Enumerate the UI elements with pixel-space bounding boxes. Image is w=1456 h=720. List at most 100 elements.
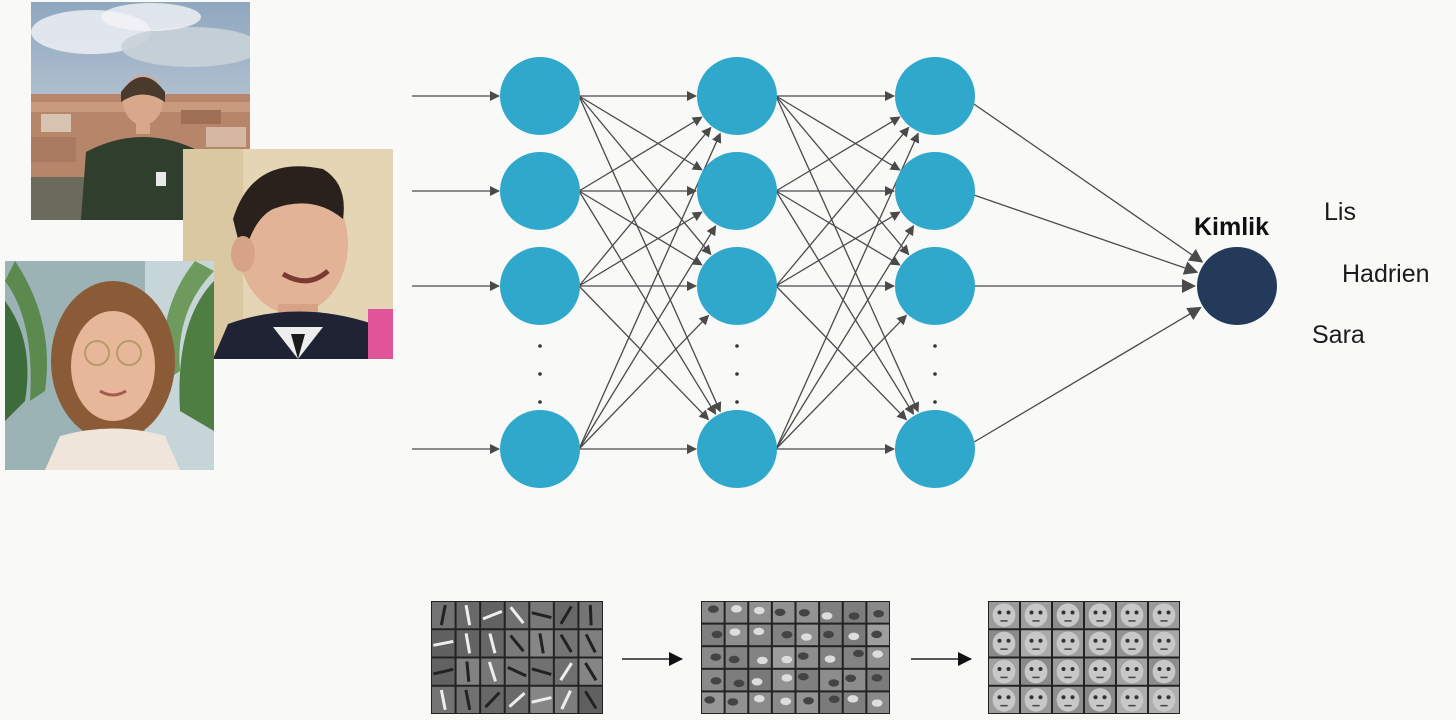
filter-tile <box>1053 658 1083 685</box>
filter-tile <box>505 658 529 685</box>
filter-tile <box>505 630 529 657</box>
filter-tile <box>725 602 748 623</box>
filter-tile <box>989 686 1019 713</box>
filter-tile <box>579 686 602 713</box>
filter-tile <box>749 647 771 668</box>
filter-tile <box>702 692 724 713</box>
filter-tile <box>796 602 819 623</box>
filter-tile <box>505 686 529 713</box>
edge-l1-2-1 <box>578 116 703 192</box>
photo-woman-glasses <box>5 261 214 470</box>
filter-tile <box>820 669 842 691</box>
filter-tile <box>796 692 819 713</box>
filter-tile <box>843 669 866 691</box>
filter-tile <box>554 658 578 685</box>
edge-l2-1-2 <box>775 95 901 171</box>
identity-name-sara: Sara <box>1312 321 1365 349</box>
network-edges <box>412 91 1204 454</box>
filter-tile <box>1021 630 1051 657</box>
node-layer3-1 <box>895 57 975 135</box>
edge-l1-3-2 <box>578 211 703 287</box>
filter-tile <box>1149 630 1179 657</box>
photo-smiling-man <box>183 149 393 359</box>
filter-tile <box>725 624 748 646</box>
filter-tile <box>456 602 480 629</box>
filter-tile <box>1053 686 1083 713</box>
ellipsis-dot-3-1 <box>933 344 937 348</box>
edge-l1-4-3 <box>578 314 710 450</box>
filter-tile <box>702 647 724 668</box>
edge-l1-4-2 <box>578 225 717 450</box>
ellipsis-dot-2-2 <box>735 372 739 376</box>
filter-tile <box>867 602 889 623</box>
filter-tile <box>432 602 455 629</box>
edge-out-2 <box>962 190 1199 275</box>
filter-tile <box>1021 686 1051 713</box>
ellipsis-dot-1-1 <box>538 344 542 348</box>
filter-tile <box>867 692 889 713</box>
filter-tile <box>1117 602 1147 629</box>
edge-l2-4-2 <box>775 225 915 450</box>
face-part-filters <box>701 601 890 714</box>
ellipsis-dots <box>538 344 937 404</box>
node-layer1-3 <box>500 247 580 325</box>
node-layer2-3 <box>697 247 777 325</box>
filter-tile <box>989 658 1019 685</box>
identity-name-lis: Lis <box>1324 198 1356 226</box>
filter-tile <box>725 669 748 691</box>
edge-l2-3-2 <box>775 211 901 287</box>
filter-tile <box>867 647 889 668</box>
edge-l1-2-4 <box>578 190 717 415</box>
filter-tile <box>702 669 724 691</box>
filter-tile <box>579 630 602 657</box>
filter-tile <box>505 602 529 629</box>
filter-tile <box>1149 658 1179 685</box>
filter-tile <box>1149 602 1179 629</box>
filter-tile <box>1021 658 1051 685</box>
filter-tile <box>725 647 748 668</box>
edge-l1-1-4 <box>578 95 722 413</box>
ellipsis-dot-1-2 <box>538 372 542 376</box>
edge-out-1 <box>961 95 1204 263</box>
ellipsis-dot-3-2 <box>933 372 937 376</box>
ellipsis-dot-3-3 <box>933 400 937 404</box>
edge-l2-3-4 <box>775 285 908 421</box>
node-layer3-4 <box>895 410 975 488</box>
ellipsis-dot-2-3 <box>735 400 739 404</box>
filter-tile <box>702 602 724 623</box>
filter-tile <box>530 658 553 685</box>
filter-tile <box>481 686 504 713</box>
edge-l1-1-2 <box>578 95 703 171</box>
filter-tile <box>1085 602 1115 629</box>
edge-l2-2-4 <box>775 190 915 415</box>
ellipsis-dot-1-3 <box>538 400 542 404</box>
node-layer2-2 <box>697 152 777 230</box>
filter-tile <box>820 692 842 713</box>
identity-name-hadrien: Hadrien <box>1342 260 1430 288</box>
filter-tile <box>1085 658 1115 685</box>
filter-tile <box>554 630 578 657</box>
node-layer3-3 <box>895 247 975 325</box>
filter-tile <box>456 686 480 713</box>
node-layer2-1 <box>697 57 777 135</box>
filter-tile <box>867 624 889 646</box>
filter-tile <box>456 658 480 685</box>
output-title: Kimlik <box>1194 213 1270 241</box>
edge-filters <box>431 601 603 714</box>
filter-tile <box>432 686 455 713</box>
filter-tile <box>796 669 819 691</box>
filter-tile <box>1117 630 1147 657</box>
filter-tile <box>749 669 771 691</box>
face-filters <box>988 601 1180 714</box>
node-layer3-2 <box>895 152 975 230</box>
filter-tile <box>481 602 504 629</box>
node-layer2-4 <box>697 410 777 488</box>
filter-tile <box>820 647 842 668</box>
edge-l1-2-3 <box>578 190 703 266</box>
filter-tile <box>989 630 1019 657</box>
edge-l2-4-3 <box>775 314 908 450</box>
filter-tile <box>432 658 455 685</box>
filter-tile <box>772 692 795 713</box>
filter-tile <box>749 602 771 623</box>
